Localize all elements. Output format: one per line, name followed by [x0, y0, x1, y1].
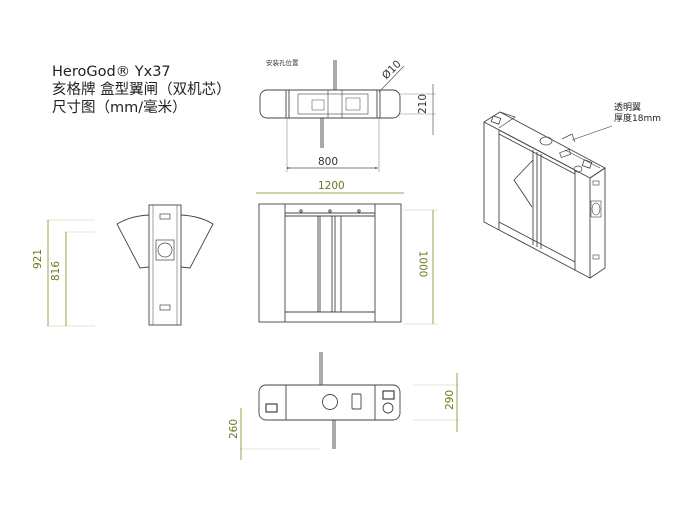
offset-dimension: 260 — [228, 418, 241, 440]
callout-line2: 厚度18mm — [614, 114, 661, 124]
product-name: 亥格牌 盒型翼闸（双机芯） — [52, 82, 231, 98]
top-view-drawing — [259, 60, 436, 172]
side-view-drawing — [46, 204, 214, 327]
hole-spacing-dimension: 800 — [318, 156, 339, 168]
brand-model-title: HeroGod® Yx37 — [52, 64, 171, 80]
units-note: 尺寸图（mm/毫米） — [52, 100, 187, 116]
mounting-hole-label: 安装孔位置 — [266, 59, 299, 67]
height-dimension: 1000 — [416, 250, 429, 278]
length-dimension: 1200 — [318, 180, 345, 192]
isometric-view-drawing — [483, 111, 613, 279]
front-view-drawing — [256, 192, 438, 325]
title-block: HeroGod® Yx37 亥格牌 盒型翼闸（双机芯） 尺寸图（mm/毫米） — [52, 63, 231, 117]
bottom-view-drawing — [240, 352, 460, 460]
glass-wing-callout: 透明翼 厚度18mm — [614, 103, 661, 125]
callout-line1: 透明翼 — [614, 103, 642, 113]
bottom-width-dimension: 290 — [444, 389, 457, 411]
cabinet-height-dimension: 816 — [50, 260, 63, 282]
top-depth-dimension: 210 — [417, 93, 430, 115]
total-height-dimension: 921 — [32, 248, 45, 270]
